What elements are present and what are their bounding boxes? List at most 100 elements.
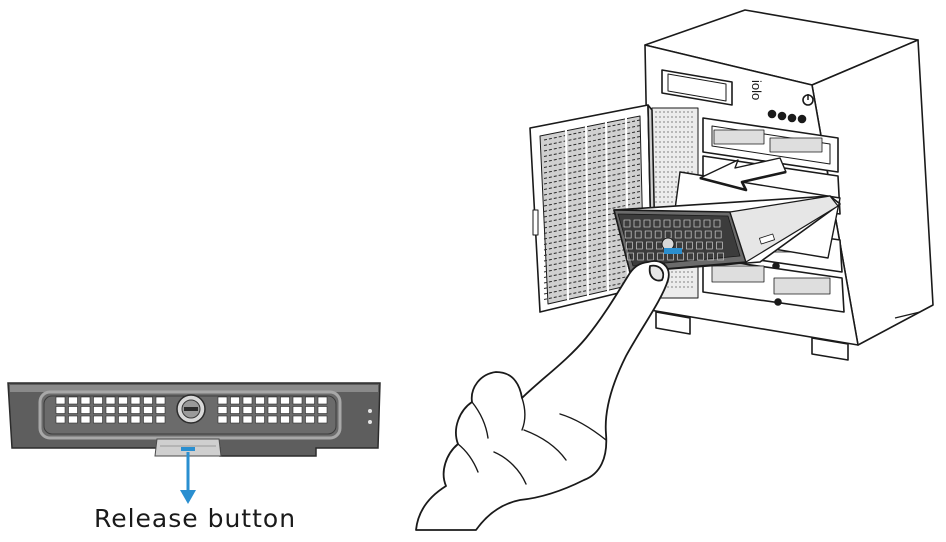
door-mesh-divider [605,121,609,293]
drive-tray-front-closeup [7,382,381,504]
tray-mesh-slot [674,230,682,239]
vent-slot [305,415,315,424]
vent-slot [242,396,253,405]
vent-slot [155,396,166,405]
vent-slot [143,415,153,424]
door-mesh-line [543,136,641,157]
tray-mesh-slot [706,241,713,250]
door-mesh-line [543,130,641,152]
vent-slot [255,396,265,405]
vent-slot [230,415,240,424]
vent-slot [55,396,66,405]
pulled-drive-tray[interactable] [613,171,841,273]
fingernail [648,264,665,282]
door-mesh-line [543,158,641,179]
tray-mesh-slot [644,230,652,239]
vent-slot [68,406,78,414]
vent-slot [155,406,166,414]
tray-mesh-slot [713,219,721,228]
hand-illustration [415,260,670,531]
vent-slot [143,406,153,414]
tray-mesh-slot [636,241,643,250]
door-mesh-line [543,191,641,212]
vent-slot [292,415,303,424]
tray-mesh-slot [627,252,634,261]
door-mesh-line [543,125,641,146]
vent-slot [280,396,290,405]
tray-mesh-slot [694,230,702,239]
vent-slot [93,406,103,414]
release-button[interactable] [154,438,222,457]
vent-slot [80,415,91,424]
vent-slot [68,415,78,424]
nas-foot-right [811,337,849,361]
tray-mesh-slot [696,241,703,250]
vent-slot [267,396,278,405]
tray-mesh-slot [663,219,671,228]
vent-slot [230,396,240,405]
door-mesh-line [543,163,641,185]
tray-mesh-slot [684,230,692,239]
tray-mesh-slot [697,252,704,261]
tray-mesh-slot [634,230,642,239]
vent-slot [130,415,141,424]
vent-slot [267,415,278,424]
vent-slot [305,396,315,405]
tray-mesh-slot [683,219,691,228]
nas-front-buttons[interactable] [767,109,807,124]
nas-enclosure: iolo [529,9,934,361]
tray-mesh-slot [623,219,631,228]
door-mesh-line [543,257,641,278]
vent-slot [130,406,141,414]
vent-slot [217,406,228,414]
tray-mesh-slot [716,241,723,250]
vent-slot [317,415,328,424]
nas-brand-label: iolo [749,80,764,100]
vent-slot [280,406,290,414]
door-mesh-line [543,268,641,289]
tray-led-bottom [368,420,372,424]
vent-slot [130,396,141,405]
tray-mesh-slot [704,230,712,239]
tray-mesh-slot [693,219,701,228]
tray-mesh-slot [703,219,711,228]
door-mesh-line [543,174,641,196]
vent-slot [118,396,128,405]
vent-slot [118,415,128,424]
release-button-callout-arrow [180,452,196,504]
tray-mesh-slot [707,252,714,261]
vent-slot [292,396,303,405]
vent-slot [80,406,91,414]
vent-slot [105,415,116,424]
vent-slot [93,396,103,405]
vent-slot [105,406,116,414]
door-mesh-line [543,262,641,284]
vent-slot [55,415,66,424]
nas-foot-left [655,311,691,335]
vent-slot [143,396,153,405]
vent-slot [317,406,328,414]
vent-slot [242,406,253,414]
tray-vent-left [55,396,166,424]
hand-outline [415,260,670,531]
tray-mesh-slot [653,219,661,228]
tray-mesh-slot [624,230,632,239]
tray-mesh-slot [673,219,681,228]
nas-door-mesh [543,117,641,301]
power-button-icon[interactable] [802,94,814,106]
tray-mesh-slot [717,252,724,261]
vent-slot [118,406,128,414]
tray-bezel-top-highlight [10,385,378,392]
release-button-label: Release button [93,504,297,533]
door-mesh-line [543,251,641,273]
door-mesh-line [543,196,641,218]
vent-slot [230,406,240,414]
tray-mesh-slot [646,241,653,250]
vent-slot [317,396,328,405]
vent-slot [255,406,265,414]
vent-slot [155,415,166,424]
tray-mesh-slot [657,252,664,261]
door-mesh-line [543,202,641,223]
door-mesh-divider [565,129,569,301]
door-mesh-divider [585,125,589,297]
